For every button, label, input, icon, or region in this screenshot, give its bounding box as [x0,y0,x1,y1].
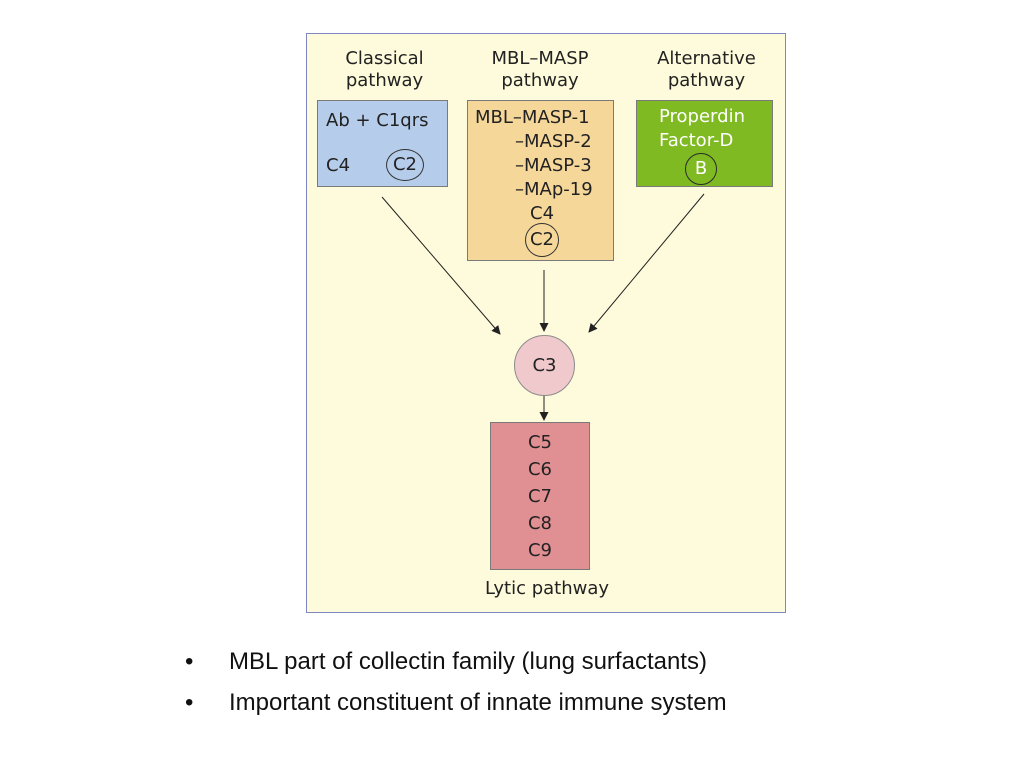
bullet-dot-icon: • [185,648,194,675]
bullet-item: • MBL part of collectin family (lung sur… [185,648,727,689]
alternative-title-line1: Alternative [657,48,756,69]
bullet-text-innate-immune: Important constituent of innate immune s… [229,689,727,716]
bullet-item: • Important constituent of innate immune… [185,689,727,730]
lytic-c5: C5 [527,432,553,453]
bullet-text-mbl-collectin: MBL part of collectin family (lung surfa… [229,648,707,675]
mbl-map-19: –MAp-19 [515,179,593,200]
mbl-c4: C4 [530,203,555,224]
alternative-b-circled: B [685,153,717,185]
mbl-c2-circled: C2 [525,223,559,257]
c3-node: C3 [514,335,575,396]
classical-title-line1: Classical [345,48,424,69]
mbl-title-line2: pathway [501,70,579,91]
lytic-pathway-box: C5 C6 C7 C8 C9 [490,422,590,570]
mbl-masp-2: –MASP-2 [515,131,592,152]
alternative-title-line2: pathway [667,70,746,91]
classical-pathway-title: Classical pathway [322,48,447,92]
alternative-factor-d: Factor-D [659,130,734,151]
classical-c4: C4 [326,155,351,176]
classical-ab-c1qrs: Ab + C1qrs [326,110,429,131]
mbl-title-line1: MBL–MASP [491,48,589,69]
pathway-arrows [381,193,705,421]
classical-title-line2: pathway [345,70,424,91]
mbl-masp-1: MBL–MASP-1 [475,107,590,128]
alternative-properdin: Properdin [659,106,745,127]
complement-pathway-diagram: Classical pathway MBL–MASP pathway Alter… [306,33,786,613]
mbl-pathway-title: MBL–MASP pathway [470,48,610,92]
lytic-c9: C9 [527,540,553,561]
lytic-pathway-caption: Lytic pathway [484,578,610,599]
lytic-c6: C6 [527,459,553,480]
classical-c2-circled: C2 [386,149,424,181]
lytic-c8: C8 [527,513,553,534]
alternative-pathway-box: Properdin Factor-D B [636,100,773,187]
bullet-dot-icon: • [185,689,194,716]
lytic-c7: C7 [527,486,553,507]
bullet-list: • MBL part of collectin family (lung sur… [185,648,727,730]
classical-to-c3-arrow [381,196,501,335]
alternative-pathway-title: Alternative pathway [639,48,774,92]
classical-pathway-box: Ab + C1qrs C4 C2 [317,100,448,187]
mbl-masp-3: –MASP-3 [515,155,592,176]
mbl-masp-pathway-box: MBL–MASP-1 –MASP-2 –MASP-3 –MAp-19 C4 C2 [467,100,614,261]
alternative-to-c3-arrow [588,193,705,333]
